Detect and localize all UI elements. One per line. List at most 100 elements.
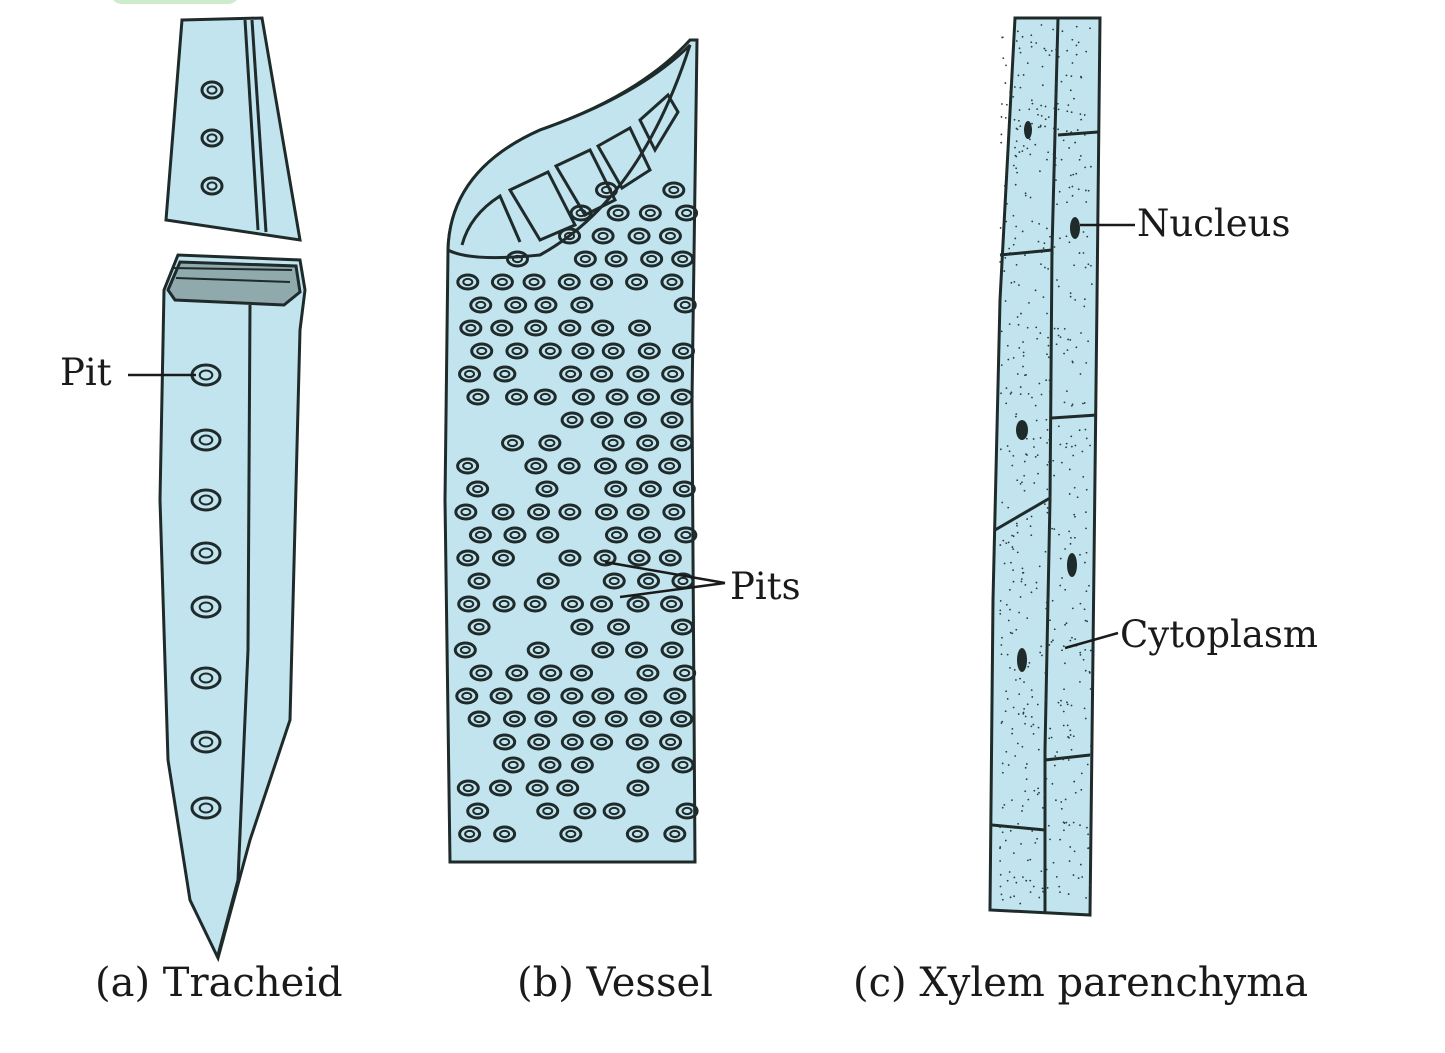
stipple-dot	[1077, 188, 1080, 191]
pit-mark	[200, 128, 224, 148]
pit-mark	[626, 595, 650, 613]
pit-mark	[456, 457, 480, 475]
pit-mark	[670, 618, 694, 636]
stipple-dot	[1072, 874, 1075, 876]
pit-mark	[563, 461, 575, 471]
stipple-dot	[1079, 602, 1082, 605]
pit-mark	[674, 526, 698, 544]
pit-mark	[542, 806, 554, 816]
stipple-dot	[1011, 546, 1014, 548]
stipple-dot	[1054, 164, 1057, 166]
stipple-dot	[1024, 722, 1026, 725]
pit-mark	[675, 204, 699, 222]
pit-mark	[643, 346, 655, 356]
pit-mark	[643, 392, 655, 402]
stipple-dot	[1080, 332, 1082, 334]
stipple-dot	[1048, 461, 1050, 463]
stipple-dot	[1001, 103, 1003, 105]
stipple-dot	[1014, 755, 1017, 757]
stipple-dot	[1022, 365, 1024, 368]
stipple-dot	[1059, 704, 1062, 707]
stipple-dot	[999, 860, 1002, 862]
stipple-dot	[1056, 279, 1058, 281]
pit-mark	[576, 668, 588, 678]
stipple-dot	[1063, 401, 1066, 404]
stipple-dot	[1082, 475, 1085, 478]
stipple-dot	[1006, 202, 1008, 205]
stipple-dot	[1044, 125, 1046, 128]
pit-mark	[473, 714, 485, 724]
stipple-dot	[1050, 736, 1053, 739]
stipple-dot	[1012, 548, 1015, 551]
stipple-dot	[1053, 474, 1056, 477]
stipple-dot	[1019, 386, 1022, 388]
pit-mark	[576, 760, 588, 770]
tracheid-drawing	[158, 16, 307, 963]
stipple-dot	[1079, 373, 1082, 375]
pit-mark	[463, 599, 475, 609]
stipple-dot	[1026, 147, 1029, 150]
stipple-dot	[1045, 868, 1048, 871]
pit-mark	[496, 277, 508, 287]
pit-mark	[498, 599, 510, 609]
stipple-dot	[1084, 189, 1087, 192]
pit-mark	[590, 273, 614, 291]
stipple-dot	[1004, 82, 1007, 84]
pit-mark	[608, 806, 620, 816]
pit-mark	[538, 342, 562, 360]
stipple-dot	[1012, 164, 1015, 167]
pit-mark	[535, 480, 559, 498]
stipple-dot	[1030, 534, 1033, 537]
stipple-dot	[1029, 891, 1032, 894]
stipple-dot	[1038, 791, 1040, 794]
stipple-dot	[1071, 62, 1074, 64]
pit-mark	[533, 691, 545, 701]
accent-bar	[113, 0, 237, 4]
pit-mark	[663, 687, 687, 705]
stipple-dot	[1041, 806, 1044, 809]
stipple-dot	[1030, 725, 1033, 728]
pit-mark	[206, 181, 218, 191]
stipple-dot	[1080, 772, 1083, 775]
stipple-dot	[1040, 870, 1043, 873]
pit-mark	[461, 691, 473, 701]
stipple-dot	[1017, 74, 1020, 77]
stipple-dot	[1049, 414, 1052, 416]
pit-mark	[469, 296, 493, 314]
stipple-dot	[1045, 601, 1048, 604]
stipple-dot	[1079, 680, 1081, 683]
pit-mark	[467, 618, 491, 636]
pit-mark	[564, 231, 576, 241]
stipple-dot	[1070, 131, 1073, 134]
pit-mark	[499, 829, 511, 839]
stipple-dot	[1085, 361, 1088, 364]
stipple-dot	[1009, 252, 1011, 254]
stipple-dot	[1066, 110, 1069, 113]
stipple-dot	[1025, 763, 1028, 765]
pit-mark	[639, 710, 663, 728]
stipple-dot	[1027, 798, 1030, 801]
pit-mark	[559, 825, 583, 843]
stipple-dot	[1043, 867, 1046, 869]
stipple-dot	[1056, 203, 1058, 206]
stipple-dot	[1072, 821, 1075, 824]
stipple-dot	[1000, 722, 1003, 724]
pit-mark	[570, 296, 594, 314]
pit-mark	[630, 691, 642, 701]
stipple-dot	[1013, 876, 1016, 879]
stipple-dot	[1016, 479, 1019, 482]
stipple-dot	[1059, 891, 1061, 894]
stipple-dot	[1059, 443, 1062, 446]
pit-mark	[489, 687, 513, 705]
stipple-dot	[1058, 885, 1061, 888]
pit-mark	[566, 737, 578, 747]
stipple-dot	[1016, 128, 1019, 131]
pit-mark	[560, 687, 584, 705]
stipple-dot	[1013, 118, 1016, 121]
pit-mark	[673, 296, 697, 314]
stipple-dot	[1070, 704, 1073, 707]
stipple-dot	[1057, 128, 1060, 131]
pit-mark	[462, 553, 474, 563]
pit-mark	[470, 342, 494, 360]
